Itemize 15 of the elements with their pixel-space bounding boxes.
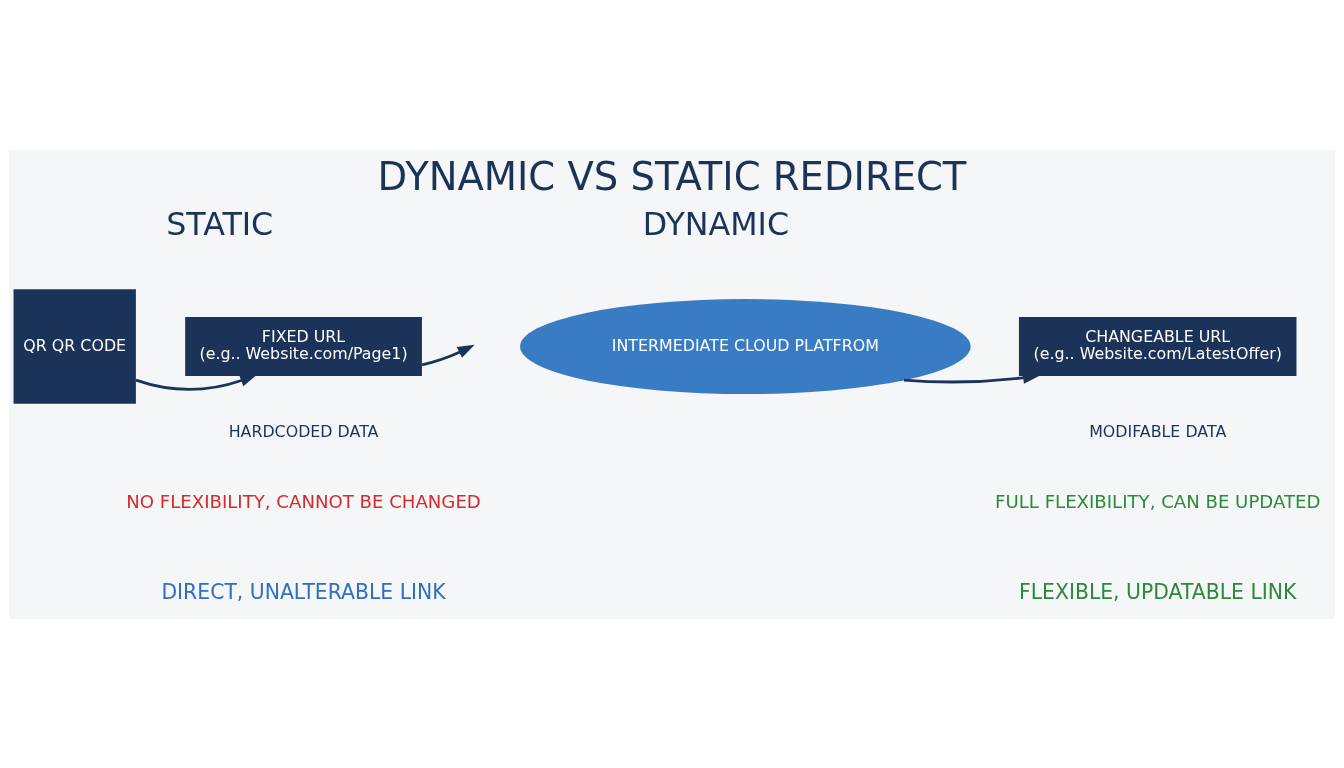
node-box: QR QR CODE xyxy=(13,288,136,404)
node-label: FULL FLEXIBILITY, CAN BE UPDATED xyxy=(995,490,1321,512)
node-ellipse: INTERMEDIATE CLOUD PLATFROM xyxy=(520,298,971,394)
node-box: FIXED URL (e.g.. Website.com/Page1) xyxy=(185,316,422,376)
label: FLEXIBLE, UPDATABLE LINK xyxy=(1019,579,1297,604)
node-box: CHANGEABLE URL (e.g.. Website.com/LatestOffer) xyxy=(1018,316,1297,376)
arrow xyxy=(421,344,475,366)
node-label: HARDCODED DATA xyxy=(228,421,379,441)
node-label: NO FLEXIBILITY, CANNOT BE CHANGED xyxy=(126,490,481,512)
arrow xyxy=(135,374,258,391)
node-label: MODIFABLE DATA xyxy=(1089,421,1227,441)
label: DYNAMIC xyxy=(642,205,790,242)
label: DIRECT, UNALTERABLE LINK xyxy=(161,579,446,604)
label: STATIC xyxy=(166,205,274,242)
diagram-title: DYNAMIC VS STATIC REDIRECT xyxy=(377,153,967,199)
